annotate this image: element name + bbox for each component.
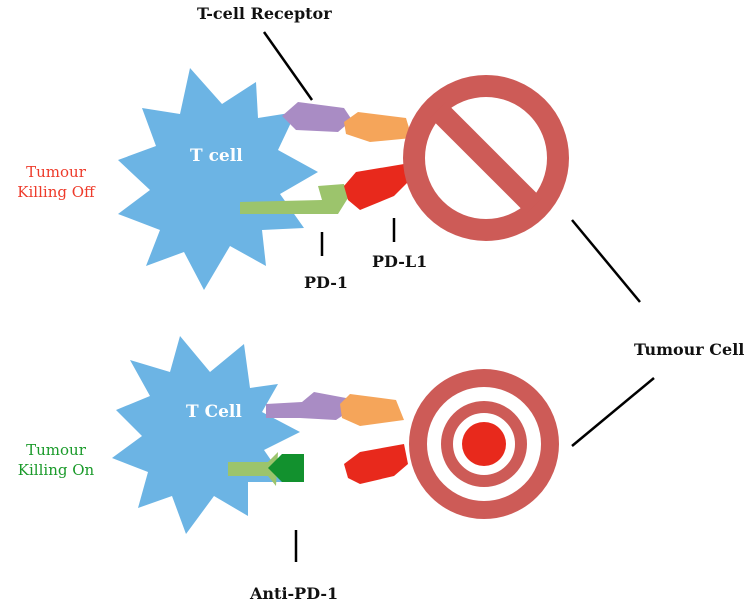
pdl1-bottom bbox=[344, 444, 408, 484]
leader-tumour-top bbox=[571, 219, 641, 303]
label-anti-pd1: Anti-PD-1 bbox=[250, 584, 339, 603]
label-tumour-cell: Tumour Cell bbox=[634, 340, 745, 359]
target-ring bbox=[441, 401, 527, 487]
label-pd1: PD-1 bbox=[304, 273, 348, 292]
t-cell-bottom bbox=[112, 336, 300, 534]
target-core bbox=[462, 422, 506, 466]
state-bottom: Tumour Killing On bbox=[0, 440, 116, 481]
mhc-top bbox=[344, 112, 412, 142]
state-top-line2: Killing Off bbox=[17, 183, 95, 202]
pd1-bottom bbox=[228, 452, 278, 486]
tcr-top bbox=[282, 102, 352, 132]
mhc-bottom bbox=[340, 394, 404, 426]
state-bottom-line1: Tumour bbox=[26, 441, 86, 459]
pdl1-top bbox=[344, 164, 408, 210]
state-bottom-line2: Killing On bbox=[17, 461, 95, 480]
state-top-line1: Tumour bbox=[26, 163, 86, 181]
t-cell-label-top: T cell bbox=[190, 146, 243, 166]
anti-pd1 bbox=[268, 454, 304, 482]
label-tcr: T-cell Receptor bbox=[197, 4, 332, 23]
pd1-top bbox=[240, 184, 348, 214]
leader-tcr bbox=[262, 31, 314, 101]
tumour-cell-top bbox=[403, 75, 569, 241]
t-cell-top bbox=[118, 68, 318, 290]
tcr-bottom bbox=[266, 392, 348, 420]
tumour-cell-bottom bbox=[409, 369, 559, 519]
leader-tumour-bottom bbox=[571, 377, 655, 447]
state-top: Tumour Killing Off bbox=[0, 162, 116, 203]
label-pdl1: PD-L1 bbox=[372, 252, 428, 271]
prohibition-bar bbox=[430, 102, 542, 214]
t-cell-label-bottom: T Cell bbox=[186, 402, 242, 422]
